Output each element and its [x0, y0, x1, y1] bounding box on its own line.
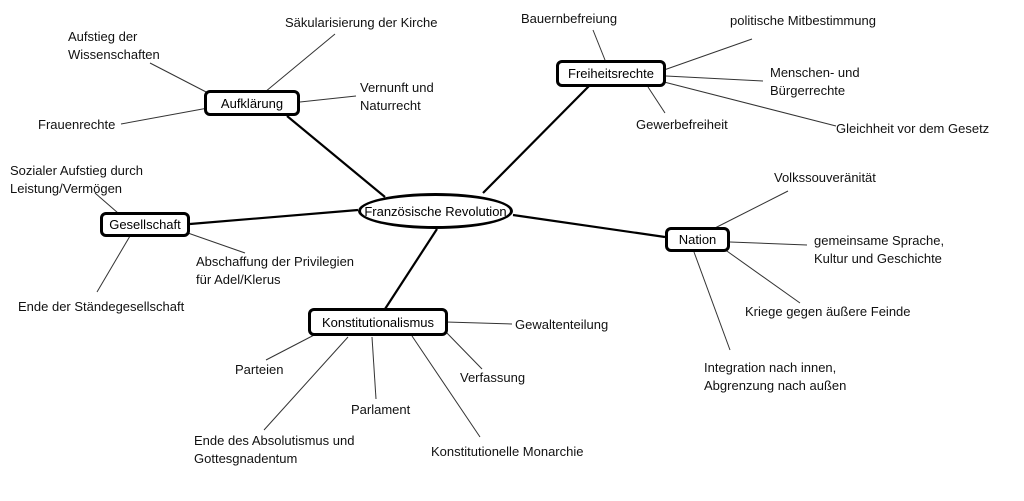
branch-node-gesellschaft: Gesellschaft — [100, 212, 190, 237]
branch-node-freiheitsrechte: Freiheitsrechte — [556, 60, 666, 87]
label-frauenrechte: Frauenrechte — [38, 117, 116, 132]
label-bauernbefreiung: Bauernbefreiung — [521, 11, 618, 26]
label-menschenrechte: Menschen- und Bürgerrechte — [770, 65, 860, 98]
spoke-konstitutionalismus — [384, 228, 438, 310]
spoke-freiheitsrechte — [482, 84, 591, 194]
link-konst-monarchie — [411, 335, 481, 438]
spoke-aufklaerung — [286, 115, 386, 198]
label-sozialer-aufstieg: Sozialer Aufstieg durch Leistung/Vermöge… — [10, 163, 143, 196]
label-ende-absolutismus: Ende des Absolutismus und Gottesgnadentu… — [194, 433, 355, 466]
link-gesellschaft-privilegien — [184, 231, 246, 254]
label-aufstieg-wissenschaften: Aufstieg der Wissenschaften — [68, 29, 160, 62]
label-gewaltenteilung: Gewaltenteilung — [515, 317, 609, 332]
branch-node-konstitutionalismus: Konstitutionalismus — [308, 308, 448, 336]
link-nation-kriege — [723, 248, 801, 304]
link-nation-integration — [693, 251, 731, 351]
label-abschaffung-privilegien: Abschaffung der Privilegien für Adel/Kle… — [196, 254, 355, 287]
label-integration: Integration nach innen, Abgrenzung nach … — [704, 360, 847, 393]
link-aufklaerung-frauenrechte — [120, 107, 209, 125]
label-verfassung: Verfassung — [460, 370, 526, 385]
label-saekularisierung: Säkularisierung der Kirche — [285, 15, 438, 30]
link-freiheit-bauern — [592, 29, 606, 61]
link-nation-sprache — [729, 241, 808, 246]
branch-node-nation: Nation — [665, 227, 730, 252]
link-gesellschaft-staende — [96, 235, 131, 293]
link-konst-verfassung — [443, 329, 483, 370]
label-kriege: Kriege gegen äußere Feinde — [745, 304, 911, 319]
link-nation-volk — [712, 190, 789, 230]
link-freiheit-menschenrechte — [665, 75, 764, 82]
label-konstitutionelle-monarchie: Konstitutionelle Monarchie — [431, 444, 584, 459]
center-node: Französische Revolution — [358, 193, 513, 229]
label-vernunft-naturrecht: Vernunft und Naturrecht — [360, 80, 434, 113]
label-gleichheit: Gleichheit vor dem Gesetz — [836, 121, 990, 136]
label-staendegesellschaft: Ende der Ständegesellschaft — [18, 299, 185, 314]
label-gewerbefreiheit: Gewerbefreiheit — [636, 117, 728, 132]
link-konst-parteien — [265, 332, 319, 361]
label-gemeinsame-sprache: gemeinsame Sprache, Kultur und Geschicht… — [814, 233, 945, 266]
label-volkssouveraenitaet: Volkssouveränität — [774, 170, 876, 185]
link-freiheit-mitbestimmung — [663, 38, 753, 71]
spoke-gesellschaft — [189, 208, 359, 226]
link-gesellschaft-aufstieg — [94, 192, 119, 214]
link-freiheit-gleichheit — [663, 81, 837, 127]
link-konst-parlament — [371, 336, 377, 400]
branch-node-aufklaerung: Aufklärung — [204, 90, 300, 116]
link-konst-gewaltenteilung — [445, 321, 513, 325]
link-freiheit-gewerbe — [647, 86, 666, 114]
label-parteien: Parteien — [235, 362, 284, 377]
link-aufklaerung-wissenschaften — [149, 62, 211, 95]
label-politische-mitbestimmung: politische Mitbestimmung — [730, 13, 876, 28]
label-parlament: Parlament — [351, 402, 411, 417]
link-aufklaerung-saekularisierung — [264, 33, 336, 93]
spoke-nation — [512, 213, 666, 239]
link-konst-absolutismus — [263, 336, 349, 431]
link-aufklaerung-vernunft — [299, 95, 357, 103]
